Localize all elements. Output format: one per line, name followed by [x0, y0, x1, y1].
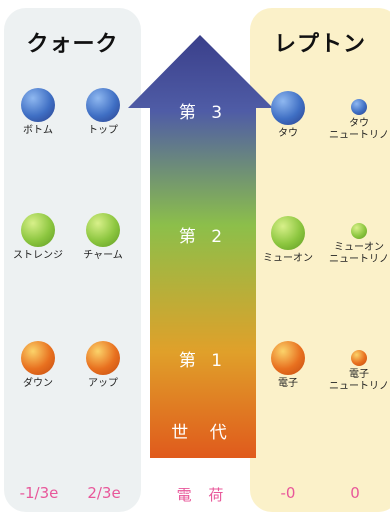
quark-panel-title: クォーク — [26, 32, 119, 57]
lepton-panel: レプトン — [250, 8, 390, 512]
charge-axis-label: 電 荷 — [176, 486, 230, 504]
muon-ball — [271, 216, 305, 250]
particle-bottom: ボトム — [0, 88, 78, 137]
lepton-panel-title: レプトン — [273, 32, 366, 57]
strange-ball — [21, 213, 55, 247]
charm-label: チャーム — [83, 250, 123, 261]
down-label: ダウン — [23, 378, 53, 389]
particle-electron: 電子 — [248, 341, 328, 390]
particle-strange: ストレンジ — [0, 213, 78, 262]
charge-neutrino: 0 — [350, 484, 360, 502]
particle-charm: チャーム — [63, 213, 143, 262]
electron-ball — [271, 341, 305, 375]
bottom-ball — [21, 88, 55, 122]
tau-neutrino-ball — [351, 99, 367, 115]
muon-label: ミューオン — [263, 253, 313, 264]
bottom-label: ボトム — [23, 125, 53, 136]
particle-top: トップ — [63, 88, 143, 137]
particle-up: アップ — [63, 341, 143, 390]
generation-axis-label: 世 代 — [171, 423, 235, 443]
generation-3-label: 第 3 — [178, 103, 228, 123]
electron-neutrino-label: 電子 ニュートリノ — [329, 369, 389, 392]
arrow-shape — [128, 35, 273, 458]
charge-up: 2/3e — [87, 484, 121, 502]
generation-2-label: 第 2 — [178, 227, 228, 247]
charge-down: -1/3e — [19, 484, 59, 502]
particle-muon: ミューオン — [248, 216, 328, 265]
strange-label: ストレンジ — [13, 250, 63, 261]
muon-neutrino-label: ミューオン ニュートリノ — [329, 242, 389, 265]
tau-ball — [271, 91, 305, 125]
charge-lepton: -0 — [280, 484, 296, 502]
particle-down: ダウン — [0, 341, 78, 390]
tau-neutrino-label: タウ ニュートリノ — [329, 118, 389, 141]
generation-1-label: 第 1 — [178, 351, 228, 371]
electron-label: 電子 — [278, 378, 298, 389]
top-ball — [86, 88, 120, 122]
muon-neutrino-ball — [351, 223, 367, 239]
particle-electron-neutrino: 電子 ニュートリノ — [314, 350, 390, 393]
particle-tau-neutrino: タウ ニュートリノ — [314, 99, 390, 142]
top-label: トップ — [88, 125, 118, 136]
down-ball — [21, 341, 55, 375]
electron-neutrino-ball — [351, 350, 367, 366]
particle-muon-neutrino: ミューオン ニュートリノ — [314, 223, 390, 266]
up-label: アップ — [88, 378, 118, 389]
particle-tau: タウ — [248, 91, 328, 140]
charm-ball — [86, 213, 120, 247]
tau-label: タウ — [278, 128, 298, 139]
up-ball — [86, 341, 120, 375]
